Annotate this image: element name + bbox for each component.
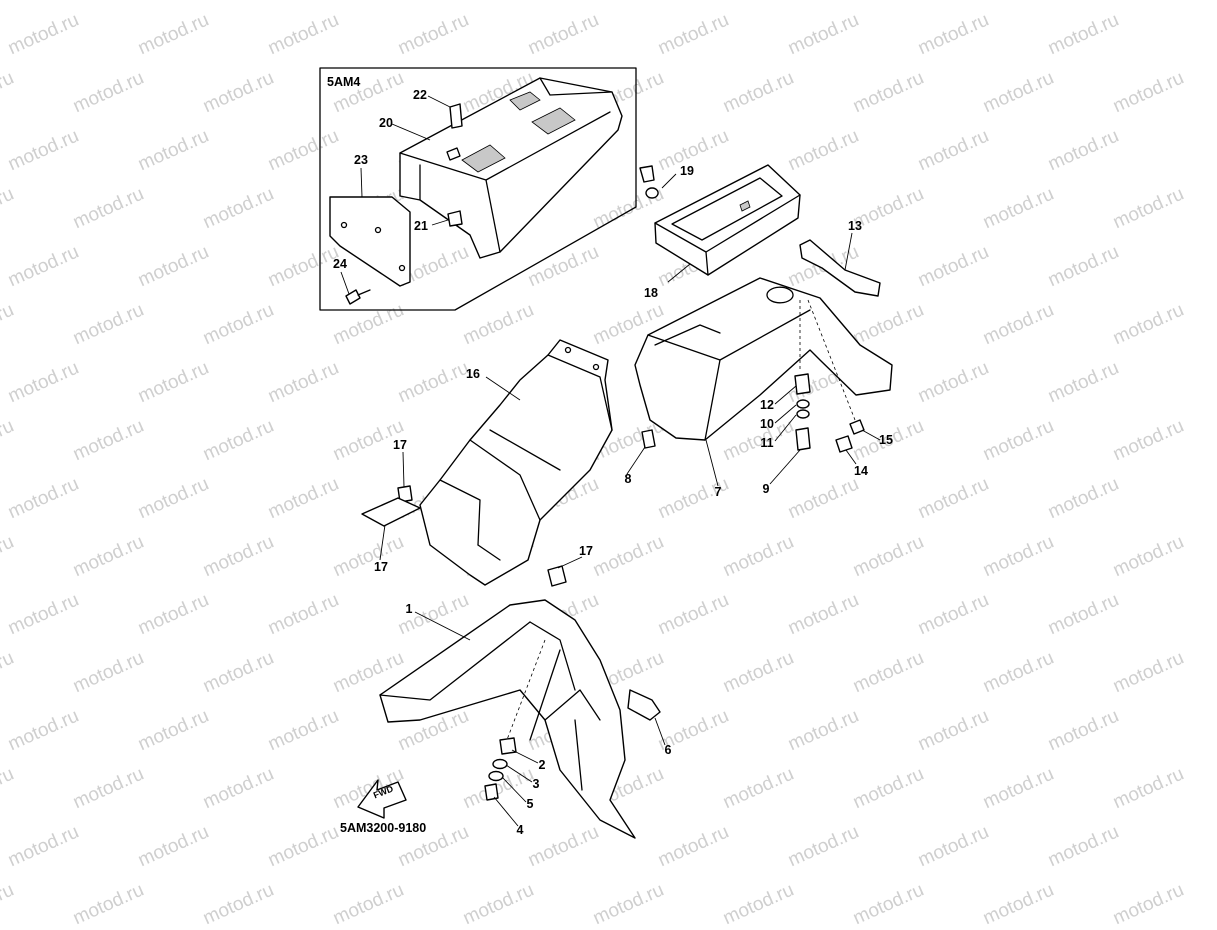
part-4-bolt — [484, 783, 499, 801]
part-1-front-fender — [379, 599, 636, 839]
callout-17-lower: 17 — [579, 544, 593, 558]
diagram-code: 5AM3200-9180 — [340, 821, 427, 835]
part-12-grommet — [794, 373, 811, 395]
part-14-bolt — [835, 435, 853, 453]
callout-23: 22 — [413, 88, 427, 102]
callout-1: 1 — [405, 602, 413, 616]
part-22-clip — [447, 210, 463, 227]
callout-3: 3 — [532, 777, 540, 791]
part-20-bolt — [639, 165, 655, 183]
part-15-nut — [849, 419, 865, 435]
part-17-bolt-lower — [547, 565, 567, 587]
callout-10: 10 — [760, 417, 774, 431]
callout-16: 16 — [466, 367, 480, 381]
fwd-arrow-icon — [357, 779, 407, 819]
part-6-cap — [627, 689, 661, 721]
callout-2: 2 — [538, 758, 546, 772]
callout-24: 23 — [354, 153, 368, 167]
callout-25: 24 — [333, 257, 347, 271]
part-18-pad — [361, 497, 421, 527]
part-10-collar — [796, 399, 810, 409]
callout-18: 17 — [374, 560, 388, 574]
part-9-bolt — [795, 427, 811, 451]
callout-9: 9 — [762, 482, 770, 496]
callout-15: 15 — [879, 433, 893, 447]
callout-21: 20 — [379, 116, 393, 130]
callout-22: 21 — [414, 219, 428, 233]
callout-6: 6 — [664, 743, 672, 757]
callout-4: 4 — [516, 823, 524, 837]
callout-5: 5 — [526, 797, 534, 811]
callout-17-upper: 17 — [393, 438, 407, 452]
subset-frame — [319, 67, 637, 311]
leader-lines — [340, 95, 881, 827]
subset-label: 5AM4 — [327, 75, 361, 89]
part-17-bolt-upper — [397, 485, 413, 503]
callout-14: 14 — [854, 464, 868, 478]
part-21-seat-cowl — [399, 77, 623, 259]
part-24-tail-plate — [329, 196, 411, 287]
callout-19: 18 — [644, 286, 658, 300]
part-3-collar — [492, 758, 508, 770]
part-8-bolt — [641, 429, 656, 449]
part-7-rear-fender — [634, 277, 893, 441]
callout-11: 11 — [760, 436, 774, 450]
callout-7: 7 — [714, 485, 722, 499]
part-5-washer — [488, 770, 504, 782]
part-16-inner-fender — [419, 339, 613, 586]
part-2-grommet — [499, 737, 517, 755]
part-20-washer — [645, 187, 659, 199]
callout-20: 19 — [680, 164, 694, 178]
part-11-washer — [796, 409, 810, 419]
callout-12: 12 — [760, 398, 774, 412]
part-23-grommet — [449, 103, 463, 129]
part-19-tray — [654, 164, 801, 276]
part-25-screw — [345, 289, 361, 305]
callout-8: 8 — [624, 472, 632, 486]
part-13-bracket — [799, 239, 881, 297]
callout-13: 13 — [848, 219, 862, 233]
